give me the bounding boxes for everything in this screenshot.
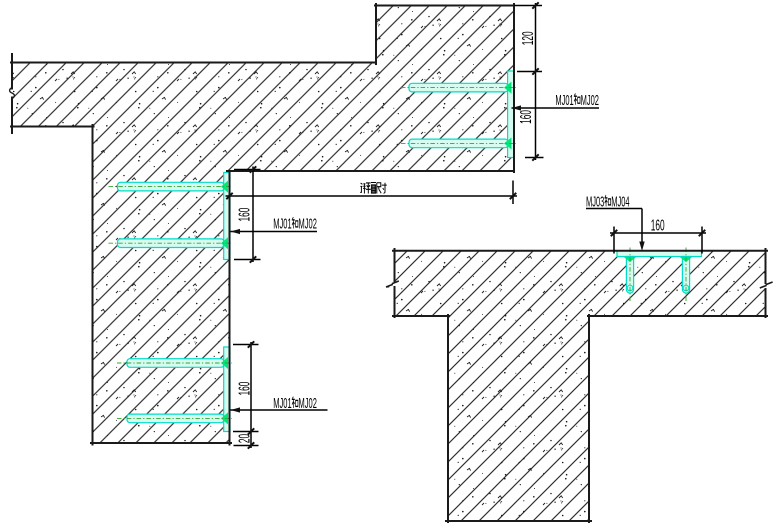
svg-text:120: 120 — [518, 31, 537, 45]
svg-text:20: 20 — [234, 434, 253, 443]
svg-text:MJ01: MJ01 — [555, 91, 574, 109]
svg-text:160: 160 — [651, 215, 665, 234]
svg-text:160: 160 — [235, 208, 254, 222]
svg-text:MJ01: MJ01 — [273, 394, 292, 412]
svg-text:MJ02: MJ02 — [299, 215, 317, 233]
svg-text:MJ02: MJ02 — [299, 394, 317, 412]
svg-text:MJ03: MJ03 — [586, 193, 605, 211]
svg-text:160: 160 — [516, 110, 535, 124]
svg-text:MJ02: MJ02 — [581, 91, 599, 109]
svg-text:160: 160 — [234, 382, 253, 396]
svg-text:MJ04: MJ04 — [611, 193, 630, 211]
svg-text:MJ01: MJ01 — [273, 215, 292, 233]
